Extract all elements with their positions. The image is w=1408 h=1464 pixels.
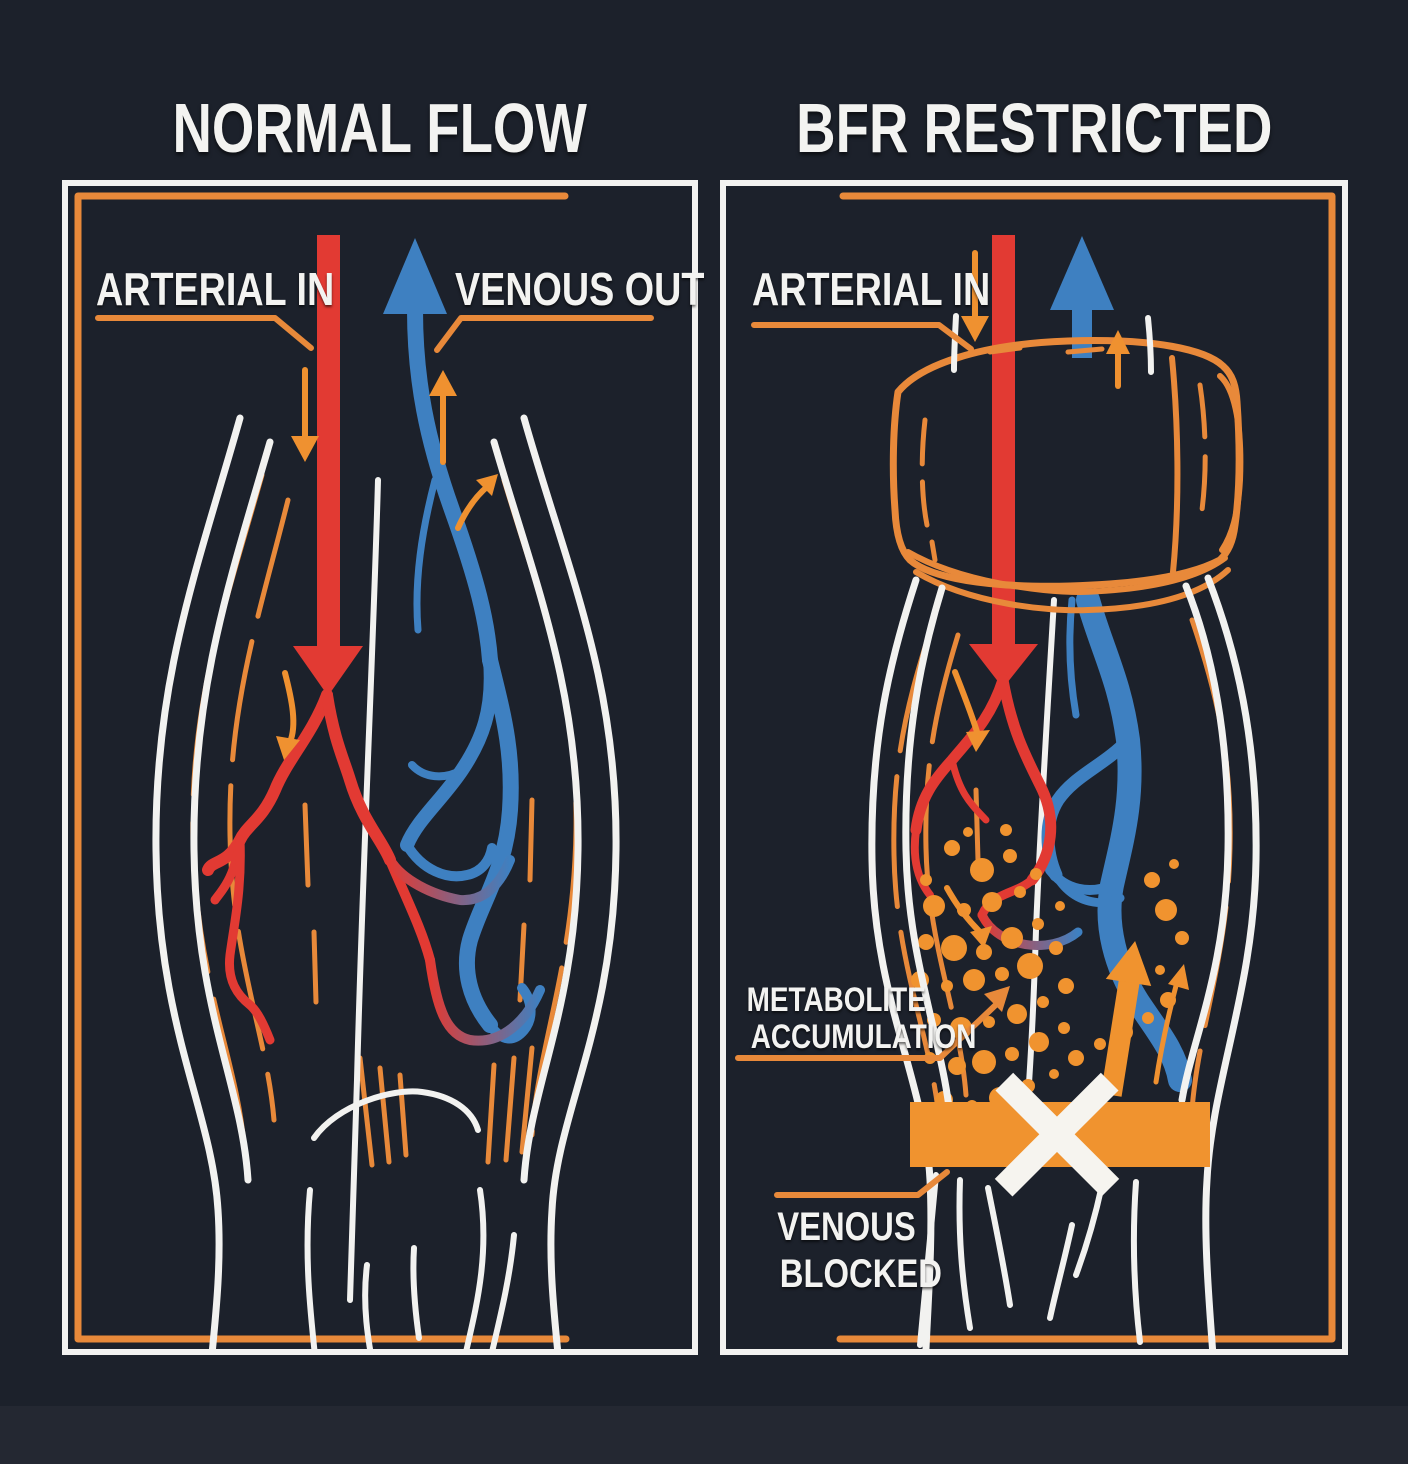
muscle-divider-line — [347, 477, 381, 1303]
pressure-up-arrow-icon — [1100, 940, 1152, 1097]
metabolite-leader — [735, 995, 1006, 1061]
panel-orange-border — [836, 192, 1336, 1343]
curved-down-arrow-icon — [970, 926, 992, 948]
bfr-restricted-panel — [720, 180, 1348, 1355]
venous-vessels — [1041, 236, 1192, 1092]
down-arrow-icon — [291, 436, 319, 462]
capillary-transition — [385, 855, 515, 906]
down-arrow-icon — [961, 316, 989, 342]
occlusion-cuff — [889, 313, 1244, 614]
thin-up-arrow-icon — [1168, 964, 1189, 990]
panel-orange-border — [74, 192, 570, 1343]
arterial-down-arrow-icon — [969, 644, 1038, 688]
panel-white-border — [62, 180, 698, 1355]
limb-stub-above-cuff — [1145, 315, 1154, 375]
capillary-transition-lower — [425, 955, 545, 1046]
flow-direction-small-arrows — [276, 367, 498, 760]
capillary-transition — [977, 910, 1083, 950]
curved-down-arrow-icon — [966, 730, 990, 752]
arterial-in-leader — [95, 315, 314, 351]
normal-flow-title-text: NORMAL FLOW — [172, 89, 588, 167]
panel-white-border — [720, 180, 1348, 1355]
arterial-down-arrow-shaft — [317, 235, 340, 650]
label-leaders — [735, 322, 1010, 1198]
pressure-arrows — [1100, 940, 1189, 1097]
normal-flow-panel — [62, 180, 698, 1355]
venous-blocked-bar — [910, 1072, 1210, 1197]
curved-up-arrow-icon — [476, 474, 498, 496]
arterial-vessels — [202, 235, 545, 1046]
blocked-x-icon — [994, 1072, 1120, 1197]
label-leaders — [95, 315, 654, 353]
venous-vessels — [383, 238, 536, 1044]
venous-out-label: VENOUS OUT — [455, 263, 705, 315]
arterial-in-leader — [751, 322, 974, 352]
normal-flow-title: NORMAL FLOW — [62, 88, 698, 168]
cuff-band — [889, 337, 1243, 590]
arterial-vessels — [910, 235, 1083, 950]
arterial-in-label-normal: ARTERIAL IN — [96, 263, 335, 315]
bfr-restricted-title-text: BFR RESTRICTED — [795, 89, 1273, 167]
metabolite-leader-arrow-icon — [984, 986, 1010, 1012]
limb-outline — [152, 414, 620, 1355]
knee-detail-lines — [304, 1088, 517, 1355]
curved-down-arrow-icon — [276, 736, 300, 760]
venous-out-leader — [434, 315, 654, 353]
muscle-divider-line — [1025, 597, 1057, 1103]
arterial-down-arrow-icon — [293, 646, 363, 696]
venous-blocked-leader — [774, 1169, 950, 1198]
bfr-restricted-title: BFR RESTRICTED — [720, 88, 1348, 168]
up-arrow-icon — [429, 370, 457, 396]
cuff-wrap-line — [913, 567, 1231, 614]
metabolite-accumulation-label: METABOLITE ACCUMULATION — [746, 981, 977, 1056]
venous-up-arrow-icon — [1050, 236, 1114, 310]
limb-stub-above-cuff — [951, 313, 959, 373]
arterial-down-arrow-shaft — [992, 235, 1015, 647]
cuff-wrap-line — [905, 549, 1228, 595]
flow-direction-small-arrows — [944, 250, 1130, 948]
bottom-shade-band — [0, 1406, 1408, 1464]
knee-detail-lines — [917, 1172, 1143, 1348]
up-arrow-icon — [1106, 330, 1130, 354]
venous-blocked-label: VENOUS BLOCKED — [777, 1205, 942, 1296]
venous-up-arrow-icon — [383, 238, 447, 314]
thin-up-arrow-shaft — [1153, 975, 1181, 1085]
arterial-in-label-bfr: ARTERIAL IN — [752, 263, 991, 315]
